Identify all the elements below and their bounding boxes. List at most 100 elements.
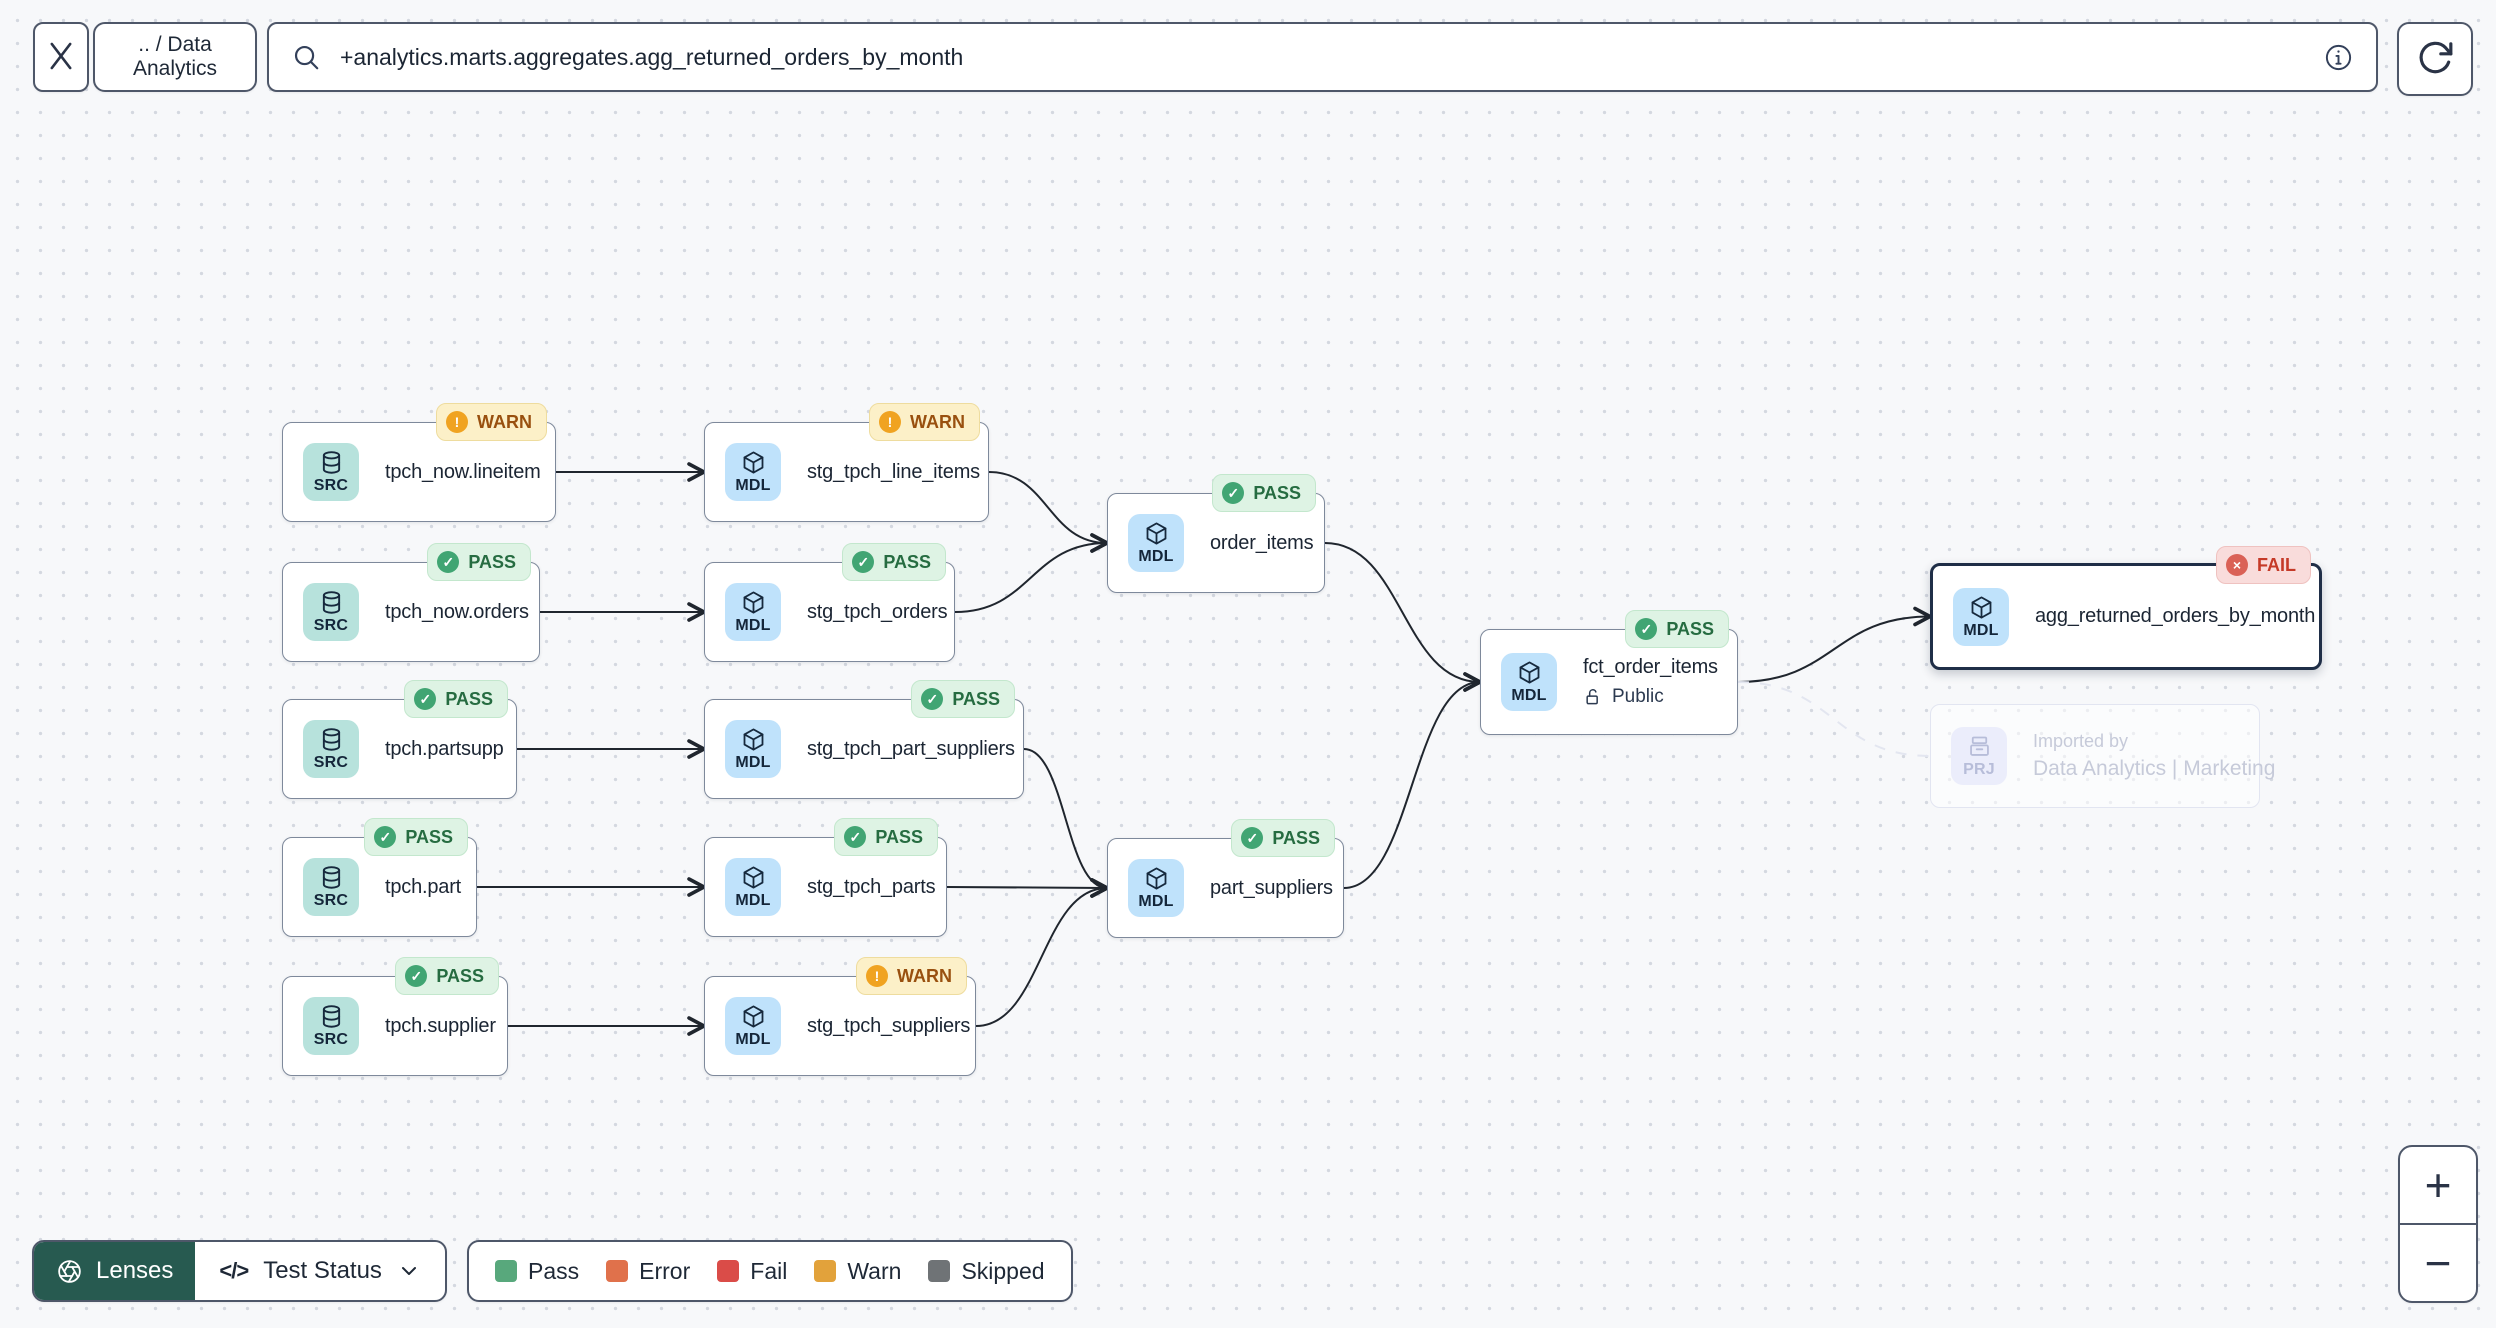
status-badge-label: PASS (436, 965, 484, 986)
status-badge-pass: ✓PASS (842, 543, 946, 581)
code-icon: </> (219, 1258, 249, 1283)
status-badge-label: WARN (477, 411, 532, 432)
status-badge-warn: !WARN (869, 403, 980, 441)
legend-label: Pass (528, 1257, 580, 1284)
model-cube-icon: MDL (725, 858, 781, 916)
status-badge-pass: ✓PASS (834, 818, 938, 856)
status-dot-icon: ! (446, 411, 468, 433)
node-type-label: MDL (1138, 548, 1174, 565)
node-title: stg_tpch_orders (807, 600, 948, 623)
lineage-edge (1737, 606, 1932, 683)
refresh-icon (2415, 38, 2455, 81)
legend-swatch (814, 1260, 837, 1282)
node-type-label: MDL (735, 477, 771, 494)
graph-node-src_lineitem[interactable]: SRC tpch_now.lineitem! WARN (282, 403, 556, 522)
status-dot-icon: ✓ (844, 826, 867, 848)
database-source-icon: SRC (303, 997, 359, 1055)
graph-node-src_supplier[interactable]: SRC tpch.supplier ✓ PASS (282, 957, 508, 1076)
lenses-button[interactable]: Lenses (34, 1242, 196, 1300)
node-title: tpch_now.lineitem (385, 460, 541, 483)
legend-label: Error (639, 1257, 691, 1284)
node-type-label: MDL (735, 617, 771, 634)
legend-swatch (928, 1260, 951, 1282)
status-badge-label: PASS (1666, 618, 1714, 639)
model-cube-icon: MDL (1128, 859, 1184, 917)
breadcrumb-label: .. / Data Analytics (132, 33, 218, 80)
ghost-node-subtitle: Data Analytics | Marketing (2033, 757, 2276, 780)
info-icon[interactable] (2323, 42, 2354, 73)
status-dot-icon: ✓ (921, 688, 944, 710)
status-badge-label: PASS (468, 551, 516, 572)
node-type-label: MDL (735, 1031, 771, 1048)
refresh-button[interactable] (2397, 22, 2473, 96)
legend-swatch (495, 1260, 517, 1282)
legend-item-skipped: Skipped (928, 1257, 1045, 1285)
database-source-icon: SRC (303, 720, 359, 778)
aperture-icon (56, 1258, 83, 1285)
lens-selector[interactable]: </> Test Status (195, 1242, 445, 1300)
legend-label: Warn (847, 1257, 902, 1284)
status-dot-icon: ✓ (374, 826, 397, 848)
node-title: stg_tpch_part_suppliers (807, 737, 1015, 760)
status-badge-pass: ✓PASS (1625, 610, 1729, 648)
legend-label: Skipped (961, 1257, 1045, 1284)
status-dot-icon: ! (879, 411, 901, 433)
node-type-label: SRC (313, 477, 349, 494)
lineage-edge (975, 878, 1109, 1027)
search-input-container[interactable] (267, 22, 2378, 92)
node-title: agg_returned_orders_by_month (2035, 605, 2316, 627)
graph-node-stg_line_items[interactable]: MDL stg_tpch_line_items !WARN (704, 403, 989, 522)
node-type-label: MDL (1138, 893, 1174, 910)
model-cube-icon: MDL (725, 583, 781, 641)
status-badge-warn: ! WARN (436, 403, 547, 441)
model-cube-icon: MDL (725, 997, 781, 1055)
lenses-label: Lenses (96, 1257, 174, 1284)
graph-node-ghost_import[interactable]: PRJ Imported by Data Analytics | Marketing (1930, 704, 2275, 808)
status-badge-pass: ✓PASS (427, 543, 531, 581)
node-title: stg_tpch_suppliers (807, 1014, 971, 1037)
node-title: order_items (1210, 531, 1314, 554)
graph-node-agg_returned[interactable]: MDL agg_returned_orders_by_month ×FAIL (1930, 546, 2322, 670)
status-badge-label: PASS (1253, 482, 1301, 503)
model-cube-icon: MDL (1128, 514, 1184, 572)
lineage-edge (1343, 672, 1482, 889)
breadcrumb[interactable]: .. / Data Analytics (93, 22, 257, 92)
search-input[interactable] (338, 42, 2307, 72)
lock-open-icon (1583, 687, 1603, 707)
node-type-label: SRC (313, 754, 349, 771)
project-archive-icon: PRJ (1951, 727, 2007, 785)
node-title: stg_tpch_line_items (807, 460, 980, 483)
ghost-node-title: Imported by (2033, 731, 2129, 751)
graph-node-stg_orders[interactable]: MDL stg_tpch_orders ✓PASS (704, 543, 955, 662)
node-title: tpch.supplier (385, 1014, 496, 1037)
node-type-label: PRJ (1963, 761, 1995, 778)
close-button[interactable] (33, 22, 89, 92)
status-badge-fail: ×FAIL (2216, 546, 2311, 584)
visibility-label: Public (1612, 686, 1664, 707)
search-icon (291, 42, 322, 73)
status-dot-icon: ✓ (852, 551, 875, 573)
node-type-label: MDL (1963, 621, 1999, 639)
status-badge-label: PASS (952, 688, 1000, 709)
zoom-in-button[interactable]: + (2400, 1147, 2476, 1223)
status-badge-pass: ✓PASS (364, 818, 468, 856)
legend-item-warn: Warn (814, 1258, 901, 1285)
status-dot-icon: ✓ (405, 965, 428, 987)
node-title: tpch_now.orders (385, 600, 529, 623)
node-title: fct_order_items (1583, 656, 1718, 678)
zoom-out-button[interactable]: − (2400, 1225, 2476, 1301)
status-badge-label: PASS (1272, 827, 1320, 848)
model-cube-icon: MDL (1953, 587, 2009, 646)
chevron-down-icon (397, 1259, 421, 1283)
